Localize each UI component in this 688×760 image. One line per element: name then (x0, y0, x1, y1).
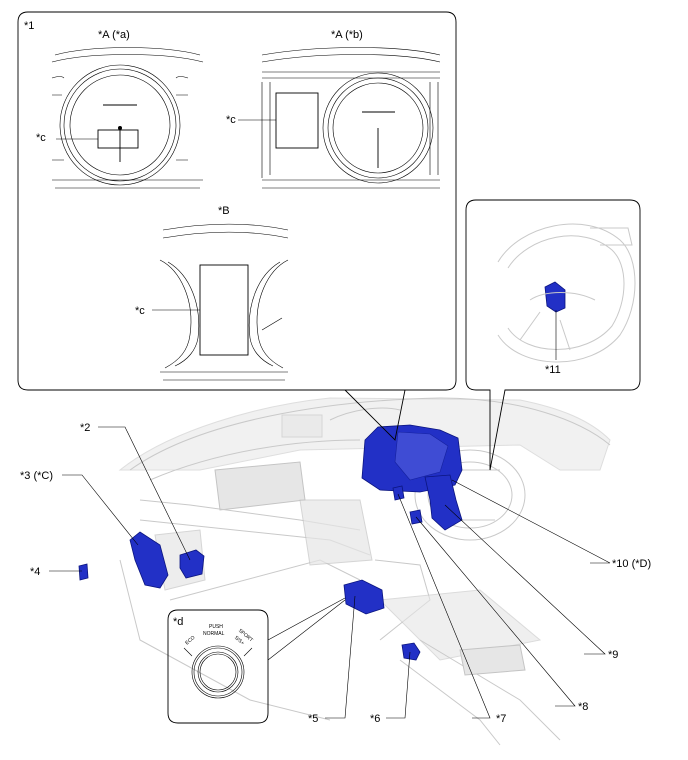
blue-parts (78, 281, 566, 661)
switch-sport-sub: S/S+ (233, 635, 245, 647)
label-2: *2 (80, 422, 90, 434)
side-part-3 (129, 531, 169, 589)
label-6: *6 (370, 713, 380, 725)
label-1: *1 (24, 20, 34, 32)
ecu-bracket-part (424, 474, 463, 531)
label-8: *8 (578, 701, 588, 713)
switch-eco: ECO (184, 635, 196, 647)
label-c-1: *c (36, 132, 46, 144)
part-11 (544, 281, 566, 313)
label-c-2: *c (226, 114, 236, 126)
label-a-a: *A (*a) (98, 29, 130, 41)
part-4 (78, 563, 89, 581)
label-c-3: *c (135, 305, 145, 317)
label-5: *5 (308, 713, 318, 725)
part-5 (343, 579, 385, 615)
steering-inset-box: *11 (465, 199, 641, 471)
label-a-b: *A (*b) (331, 29, 363, 41)
label-9: *9 (608, 649, 618, 661)
label-3: *3 (*C) (20, 470, 53, 482)
switch-normal: NORMAL (203, 631, 225, 637)
switch-part-7 (392, 485, 405, 501)
part-6 (401, 642, 421, 661)
meter-type-b-center-display (152, 223, 289, 381)
label-11: *11 (545, 364, 561, 376)
leader-lines (49, 426, 611, 719)
part-2 (179, 549, 205, 579)
meter-callout-box: *1 *A (*a) *A (*b) *B *c *c *c (17, 11, 457, 441)
label-7: *7 (496, 713, 506, 725)
switch-push: PUSH (209, 624, 223, 630)
label-4: *4 (30, 566, 40, 578)
label-10: *10 (*D) (612, 558, 651, 570)
label-b: *B (218, 205, 230, 217)
meter-type-a (51, 47, 204, 189)
engine-switch-inset: ECO PUSH NORMAL SPORT S/S+ *d (167, 597, 346, 724)
meter-type-b (238, 47, 441, 189)
label-d: *d (173, 616, 183, 628)
